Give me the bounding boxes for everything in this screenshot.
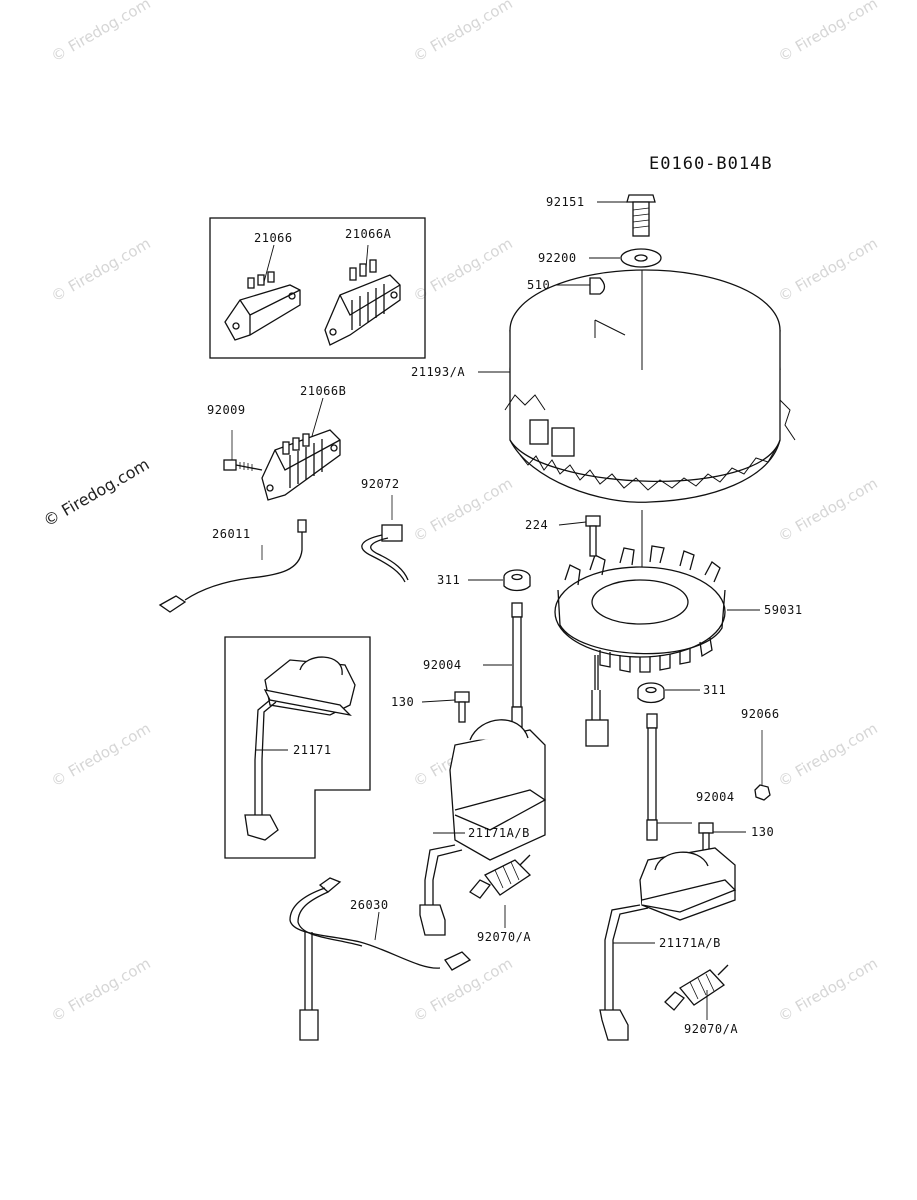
stud-92004-part <box>511 602 523 730</box>
regulator-21066-part <box>224 271 301 341</box>
bolt-92151-part <box>626 194 656 237</box>
part-label-21066A: 21066A <box>345 227 392 241</box>
part-label-224: 224 <box>525 518 549 532</box>
bolt-130-part <box>454 691 470 723</box>
part-label-130: 130 <box>391 695 415 709</box>
stator-59031-part <box>554 545 726 747</box>
ignition-coil-21171AB-right-part <box>599 847 737 1041</box>
part-label-21066: 21066 <box>254 231 293 245</box>
part-label-21171AB-right: 21171A/B <box>659 936 721 950</box>
spark-plug-92070A-part <box>469 854 532 899</box>
part-label-92151: 92151 <box>546 195 585 209</box>
nut-311-right-part <box>637 682 665 704</box>
part-label-21193A: 21193/A <box>411 365 466 379</box>
part-label-59031: 59031 <box>764 603 803 617</box>
key-510-part <box>589 277 606 295</box>
part-label-26030: 26030 <box>350 898 389 912</box>
part-label-92004-right: 92004 <box>696 790 735 804</box>
part-label-92066: 92066 <box>741 707 780 721</box>
stud-92004-right-part <box>646 713 658 841</box>
regulator-21066B-part <box>261 429 341 501</box>
regulator-21066A-part <box>324 259 401 346</box>
part-label-92072: 92072 <box>361 477 400 491</box>
wire-harness-26030-part <box>289 877 472 1041</box>
part-label-311: 311 <box>437 573 461 587</box>
part-label-21171: 21171 <box>293 743 332 757</box>
part-label-21066B: 21066B <box>300 384 347 398</box>
part-label-26011: 26011 <box>212 527 251 541</box>
part-label-92070A: 92070/A <box>477 930 532 944</box>
part-label-92004: 92004 <box>423 658 462 672</box>
ignition-coil-21171AB-part <box>419 719 547 936</box>
part-label-92200: 92200 <box>538 251 577 265</box>
screw-92009-part <box>223 430 263 471</box>
part-label-92009: 92009 <box>207 403 246 417</box>
regulator-group-box <box>209 217 426 359</box>
part-label-510: 510 <box>527 278 551 292</box>
coil-group-box <box>224 636 371 859</box>
spark-plug-92070A-right-part <box>664 964 729 1011</box>
ignition-coil-21171-part <box>244 656 356 841</box>
part-label-130-right: 130 <box>751 825 775 839</box>
bolt-224-part <box>585 515 601 557</box>
lead-wire-26011-part <box>158 519 307 613</box>
diagram-code: E0160-B014B <box>649 154 773 174</box>
washer-92200-part <box>620 248 662 268</box>
flywheel-21193-part <box>504 269 796 503</box>
band-clamp-92072-part <box>361 495 409 583</box>
part-label-311-right: 311 <box>703 683 727 697</box>
part-label-21171AB: 21171A/B <box>468 826 530 840</box>
nut-311-part <box>503 569 531 592</box>
part-label-92070A-right: 92070/A <box>684 1022 739 1036</box>
nut-92066-part <box>754 784 771 801</box>
